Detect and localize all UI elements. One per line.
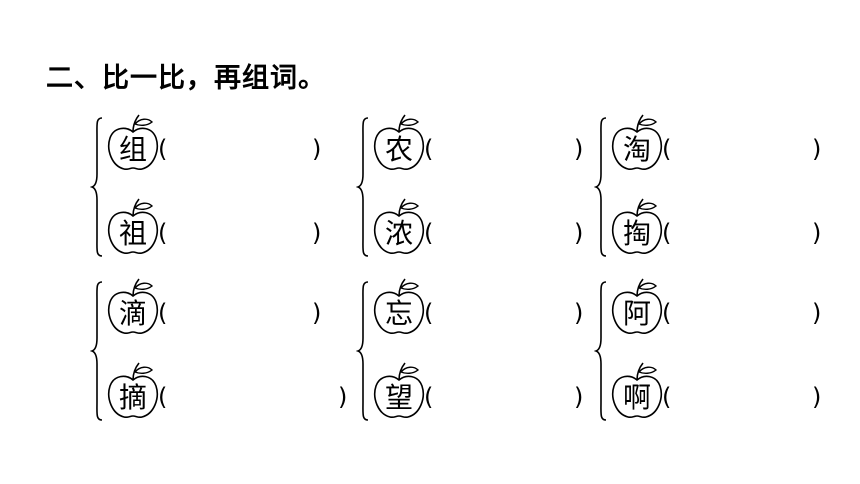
- character-bottom: 望: [384, 381, 413, 414]
- answer-blank-open-paren[interactable]: (: [158, 383, 168, 411]
- word-pair-group: 阿 () 啊 (): [594, 276, 834, 426]
- answer-blank-close-paren[interactable]: ): [812, 135, 822, 163]
- answer-blank-open-paren[interactable]: (: [662, 219, 672, 247]
- word-pair-group: 农 () 浓 (): [356, 112, 596, 262]
- apple-outline-icon: [108, 362, 158, 419]
- character-bottom: 啊: [622, 381, 651, 414]
- word-entry-row: 掏 (): [606, 196, 846, 258]
- left-brace-icon: [356, 281, 369, 421]
- left-brace-icon: [90, 281, 103, 421]
- answer-blank-close-paren[interactable]: ): [312, 135, 322, 163]
- word-pair-group: 组 () 祖 (): [90, 112, 330, 262]
- word-pair-group: 忘 () 望 (): [356, 276, 596, 426]
- word-pair-group: 滴 () 摘 (): [90, 276, 347, 426]
- word-entry-row: 祖 (): [102, 196, 342, 258]
- answer-blank-open-paren[interactable]: (: [158, 299, 168, 327]
- character-top: 组: [118, 133, 147, 166]
- answer-blank-close-paren[interactable]: ): [812, 299, 822, 327]
- answer-blank-open-paren[interactable]: (: [158, 219, 168, 247]
- word-entry-row: 淘 (): [606, 112, 846, 174]
- apple-outline-icon: [374, 114, 424, 171]
- apple-outline-icon: [374, 362, 424, 419]
- left-brace-icon: [594, 281, 607, 421]
- character-top: 淘: [622, 133, 651, 166]
- apple-outline-icon: [108, 278, 158, 335]
- apple-outline-icon: [612, 198, 662, 255]
- answer-blank-close-paren[interactable]: ): [574, 383, 584, 411]
- answer-blank-close-paren[interactable]: ): [312, 299, 322, 327]
- left-brace-icon: [356, 117, 369, 257]
- word-entry-row: 阿 (): [606, 276, 846, 338]
- word-entry-row: 望 (): [368, 360, 608, 422]
- answer-blank-open-paren[interactable]: (: [424, 383, 434, 411]
- word-entry-row: 啊 (): [606, 360, 846, 422]
- character-top: 阿: [622, 297, 651, 330]
- word-entry-row: 农 (): [368, 112, 608, 174]
- answer-blank-close-paren[interactable]: ): [312, 219, 322, 247]
- character-bottom: 浓: [384, 217, 413, 250]
- exercise-title: 二、比一比，再组词。: [46, 63, 326, 94]
- answer-blank-close-paren[interactable]: ): [574, 299, 584, 327]
- character-top: 忘: [384, 297, 413, 330]
- answer-blank-close-paren[interactable]: ): [574, 219, 584, 247]
- character-top: 农: [384, 133, 413, 166]
- left-brace-icon: [90, 117, 103, 257]
- word-entry-row: 组 (): [102, 112, 342, 174]
- word-entry-row: 浓 (): [368, 196, 608, 258]
- character-bottom: 摘: [118, 381, 147, 414]
- apple-outline-icon: [108, 198, 158, 255]
- apple-outline-icon: [108, 114, 158, 171]
- character-bottom: 掏: [622, 217, 651, 250]
- answer-blank-open-paren[interactable]: (: [424, 135, 434, 163]
- word-entry-row: 摘 (): [102, 360, 347, 422]
- answer-blank-open-paren[interactable]: (: [158, 135, 168, 163]
- left-brace-icon: [594, 117, 607, 257]
- answer-blank-close-paren[interactable]: ): [812, 383, 822, 411]
- answer-blank-close-paren[interactable]: ): [812, 219, 822, 247]
- answer-blank-close-paren[interactable]: ): [338, 383, 348, 411]
- answer-blank-open-paren[interactable]: (: [662, 383, 672, 411]
- answer-blank-open-paren[interactable]: (: [662, 299, 672, 327]
- character-bottom: 祖: [118, 217, 147, 250]
- word-pair-group: 淘 () 掏 (): [594, 112, 834, 262]
- answer-blank-close-paren[interactable]: ): [574, 135, 584, 163]
- apple-outline-icon: [374, 198, 424, 255]
- answer-blank-open-paren[interactable]: (: [424, 299, 434, 327]
- word-entry-row: 忘 (): [368, 276, 608, 338]
- apple-outline-icon: [612, 114, 662, 171]
- apple-outline-icon: [612, 362, 662, 419]
- word-entry-row: 滴 (): [102, 276, 342, 338]
- apple-outline-icon: [374, 278, 424, 335]
- apple-outline-icon: [612, 278, 662, 335]
- character-top: 滴: [118, 297, 147, 330]
- answer-blank-open-paren[interactable]: (: [662, 135, 672, 163]
- answer-blank-open-paren[interactable]: (: [424, 219, 434, 247]
